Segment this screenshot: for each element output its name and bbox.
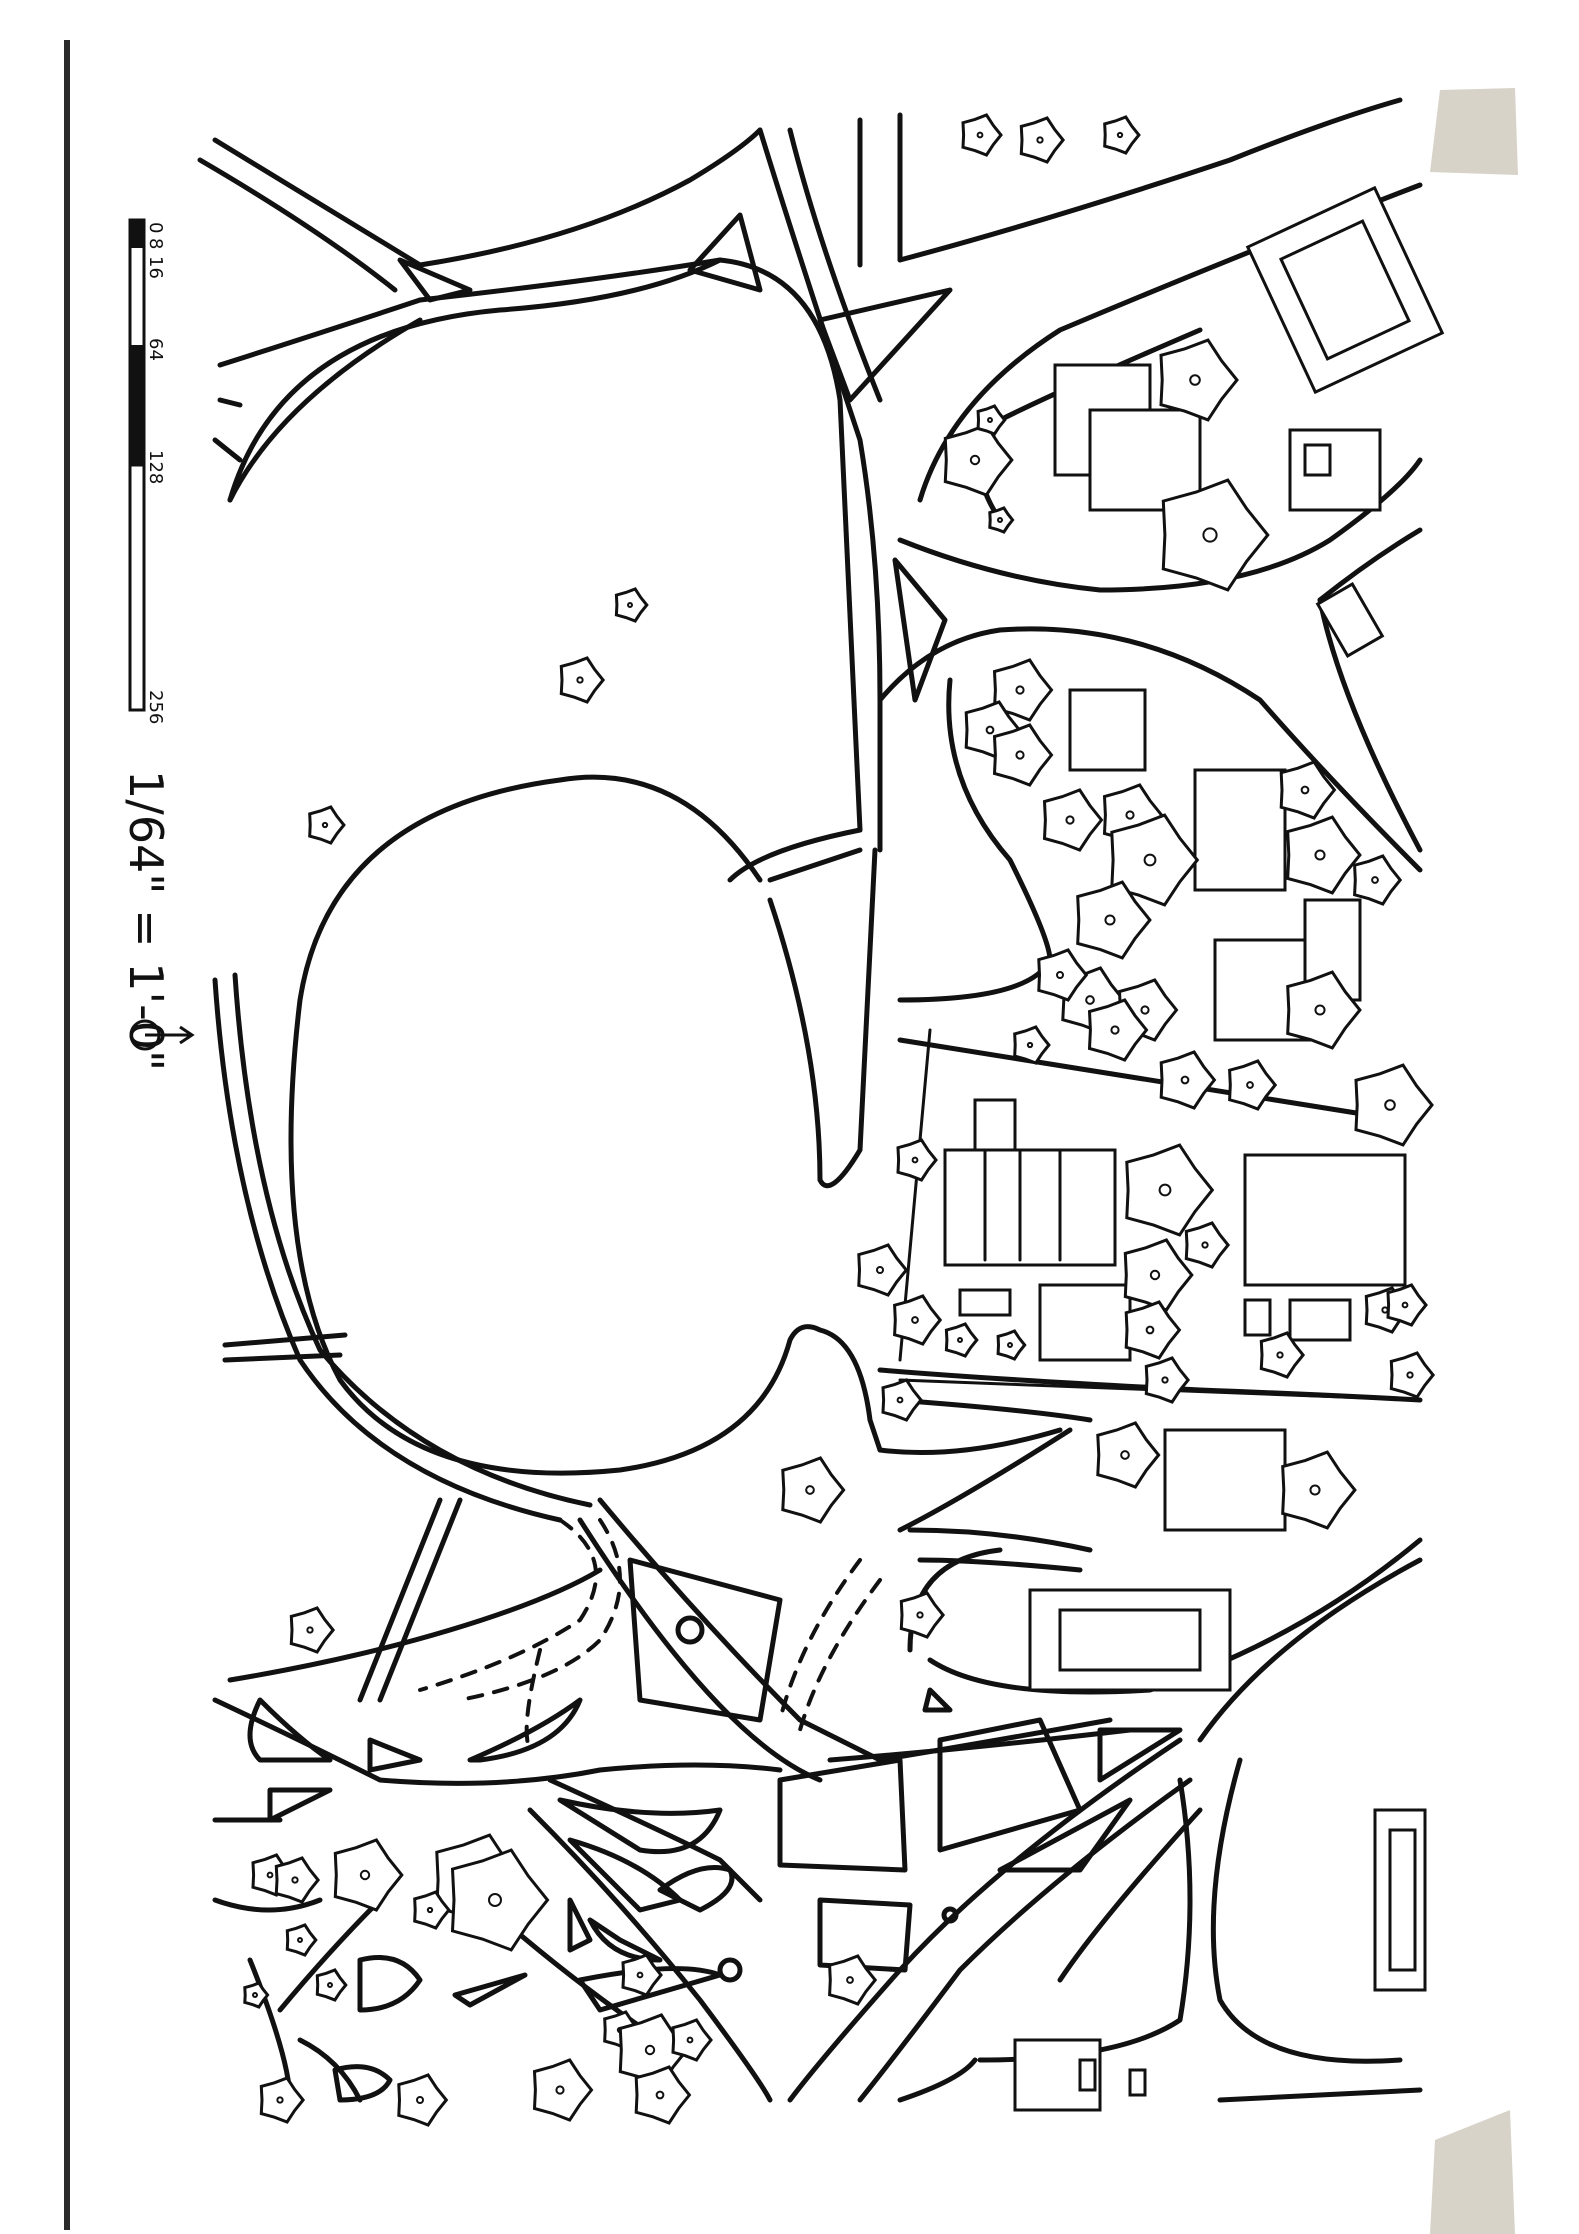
- tree-trunk-mark: [805, 1485, 815, 1495]
- scale-tick-0: 0: [145, 222, 166, 233]
- tree-trunk-mark: [1161, 1376, 1169, 1384]
- tree-trunk-mark: [987, 417, 993, 423]
- tree-trunk-mark: [276, 2096, 284, 2104]
- tree-trunk-mark: [1145, 1325, 1155, 1335]
- scale-tick-64: 64: [145, 338, 166, 361]
- tree-trunk-mark: [1056, 971, 1064, 979]
- tree-trunk-mark: [627, 602, 633, 608]
- tree-trunk-mark: [1180, 1075, 1190, 1085]
- tree-trunk-mark: [1276, 1351, 1284, 1359]
- footpaths: [418, 1518, 882, 1752]
- tree-trunk-mark: [327, 1982, 333, 1988]
- tree-trunk-mark: [1143, 853, 1157, 867]
- page-shadow-left: [64, 40, 70, 2230]
- tree-trunk-mark: [1406, 1371, 1414, 1379]
- tree-trunk-mark: [1371, 876, 1379, 884]
- tree-trunk-mark: [488, 1893, 502, 1907]
- tree-trunk-mark: [896, 1396, 904, 1404]
- tree-trunk-mark: [1300, 785, 1310, 795]
- tree-trunk-mark: [1140, 1005, 1150, 1015]
- tree-trunk-mark: [1158, 1183, 1172, 1197]
- tree-trunk-mark: [266, 1871, 274, 1879]
- tree-trunk-mark: [555, 2085, 565, 2095]
- tape-bottom-right: [1430, 2110, 1515, 2234]
- tree-trunk-mark: [1015, 685, 1025, 695]
- road-network: [197, 97, 1423, 2103]
- tree-trunk-mark: [306, 1626, 314, 1634]
- tree-trunk-mark: [911, 1316, 919, 1324]
- tree-trunk-mark: [1036, 136, 1044, 144]
- tree-trunk-mark: [1314, 849, 1326, 861]
- tree-trunk-mark: [876, 1266, 884, 1274]
- tree-trunk-mark: [985, 725, 995, 735]
- tape-top-right: [1430, 88, 1518, 175]
- tree-trunk-mark: [1110, 1025, 1120, 1035]
- scale-bar: [128, 218, 146, 712]
- tree-trunk-mark: [297, 1937, 303, 1943]
- tree-trunk-mark: [997, 517, 1003, 523]
- tree-trunk-mark: [359, 1869, 371, 1881]
- tree-trunk-mark: [426, 1906, 434, 1914]
- scale-tick-8: 8: [145, 238, 166, 249]
- tree-trunk-mark: [655, 2090, 665, 2100]
- tree-trunk-mark: [636, 1971, 644, 1979]
- tree-trunk-mark: [1189, 374, 1201, 386]
- buildings: [897, 185, 1445, 2112]
- tree-trunk-mark: [644, 2044, 656, 2056]
- tree-trunk-mark: [291, 1876, 299, 1884]
- tree-trunk-mark: [1201, 1241, 1209, 1249]
- scale-note: 1/64" = 1'-0": [119, 770, 173, 1071]
- tree-trunk-mark: [976, 131, 984, 139]
- scale-bar-ticks: 0 8 16 64 128 256: [145, 222, 166, 724]
- tree-trunk-mark: [911, 1156, 919, 1164]
- tree-trunk-mark: [1149, 1269, 1161, 1281]
- scale-tick-256: 256: [145, 690, 166, 724]
- tree-trunk-mark: [1015, 750, 1025, 760]
- tree-trunk-mark: [1026, 1041, 1034, 1049]
- tree-trunk-mark: [576, 676, 584, 684]
- tree-trunk-mark: [321, 821, 329, 829]
- north-arrow-icon: [129, 1019, 195, 1051]
- scale-bar-fill-1: [130, 220, 144, 248]
- tree-trunk-mark: [1085, 995, 1095, 1005]
- tree-canopy: [1161, 478, 1270, 592]
- tree-trunk-mark: [969, 454, 981, 466]
- scale-tick-128: 128: [145, 450, 166, 484]
- tree-trunk-mark: [1120, 1450, 1130, 1460]
- scale-tick-16: 16: [145, 256, 166, 279]
- tree-trunk-mark: [1314, 1004, 1326, 1016]
- tree-trunk-mark: [1125, 810, 1135, 820]
- tree-trunk-mark: [1007, 1342, 1013, 1348]
- tree-trunk-mark: [1401, 1301, 1409, 1309]
- tree-trunk-mark: [1065, 815, 1075, 825]
- tree-trunk-mark: [846, 1976, 854, 1984]
- trees: [243, 113, 1436, 2127]
- tree-trunk-mark: [1104, 914, 1116, 926]
- tree-trunk-mark: [686, 2036, 694, 2044]
- scale-bar-fill-2: [130, 345, 144, 465]
- tree-trunk-mark: [1246, 1081, 1254, 1089]
- tree-trunk-mark: [252, 1992, 258, 1998]
- tree-trunk-mark: [416, 2096, 424, 2104]
- tree-trunk-mark: [1116, 131, 1124, 139]
- tree-trunk-mark: [916, 1611, 924, 1619]
- tree-trunk-mark: [1202, 527, 1218, 543]
- tree-trunk-mark: [1384, 1099, 1396, 1111]
- tree-trunk-mark: [1309, 1484, 1321, 1496]
- tree-trunk-mark: [957, 1337, 963, 1343]
